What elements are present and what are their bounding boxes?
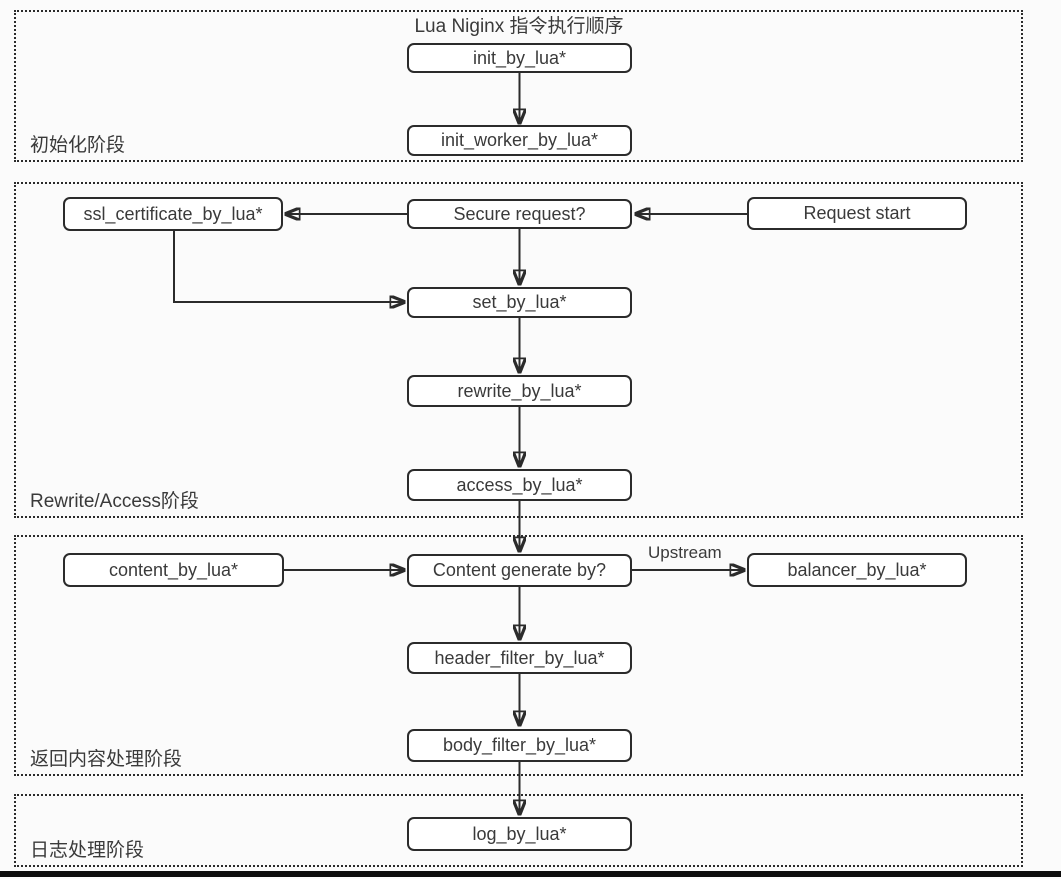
- node-label: rewrite_by_lua*: [457, 380, 582, 401]
- section-initialization-label: 初始化阶段: [30, 135, 126, 156]
- node-rewrite-by-lua: rewrite_by_lua*: [407, 375, 632, 407]
- node-content-by-lua: content_by_lua*: [63, 553, 284, 587]
- node-label: Secure request?: [453, 203, 586, 224]
- node-header-filter-by-lua: header_filter_by_lua*: [407, 642, 632, 674]
- node-label: header_filter_by_lua*: [434, 647, 605, 668]
- node-label: body_filter_by_lua*: [442, 735, 597, 755]
- bottom-border-line: [0, 871, 1061, 877]
- node-ssl-certificate-by-lua: ssl_certificate_by_lua*: [63, 197, 283, 231]
- node-label: balancer_by_lua*: [787, 559, 927, 580]
- node-access-by-lua: access_by_lua*: [407, 469, 632, 501]
- section-rewrite-access-label: Rewrite/Access阶段: [30, 491, 199, 512]
- node-label: content_by_lua*: [108, 559, 239, 580]
- node-request-start: Request start: [747, 197, 967, 230]
- node-label: access_by_lua*: [456, 474, 583, 495]
- node-label: Request start: [803, 203, 911, 223]
- edge-ssl-certificate-to-set: [173, 231, 404, 302]
- section-content-label: 返回内容处理阶段: [30, 749, 183, 770]
- node-label: log_by_lua*: [472, 823, 567, 844]
- node-init-by-lua: init_by_lua*: [407, 43, 632, 73]
- node-label: init_by_lua*: [472, 47, 567, 68]
- node-set-by-lua: set_by_lua*: [407, 287, 632, 318]
- node-secure-request: Secure request?: [407, 199, 632, 229]
- section-log-label: 日志处理阶段: [30, 840, 145, 861]
- node-label: ssl_certificate_by_lua*: [83, 203, 263, 224]
- node-balancer-by-lua: balancer_by_lua*: [747, 553, 967, 587]
- node-label: init_worker_by_lua*: [440, 130, 599, 150]
- node-content-generate-by: Content generate by?: [407, 554, 632, 587]
- node-label: Content generate by?: [432, 560, 607, 580]
- edge-label-upstream: Upstream: [648, 543, 722, 562]
- node-log-by-lua: log_by_lua*: [407, 817, 632, 851]
- node-label: set_by_lua*: [472, 292, 567, 312]
- diagram-title: Lua Niginx 指令执行顺序: [414, 16, 624, 37]
- node-init-worker-by-lua: init_worker_by_lua*: [407, 125, 632, 156]
- section-initialization-phase: 初始化阶段: [14, 10, 1023, 162]
- node-body-filter-by-lua: body_filter_by_lua*: [407, 729, 632, 762]
